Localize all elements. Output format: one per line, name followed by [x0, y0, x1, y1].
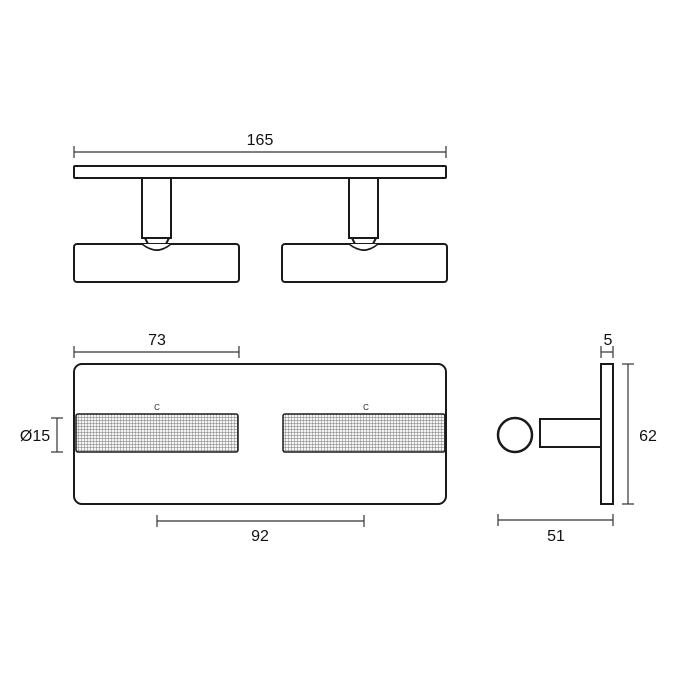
- side-view: 5 62 51: [496, 332, 657, 545]
- top-view: 165: [73, 132, 448, 283]
- grip-section-circle: [496, 416, 534, 454]
- dimension-diameter: Ø15: [20, 417, 63, 453]
- dimension-plate-height: 62: [622, 363, 657, 505]
- post-side: [539, 418, 601, 448]
- grip-mark-right: C: [363, 403, 369, 412]
- front-view: 73 C C Ø15 92: [20, 332, 447, 545]
- dimension-label-92: 92: [251, 528, 269, 545]
- dimension-plate-thickness: 5: [600, 332, 614, 358]
- right-post-top: [348, 178, 379, 251]
- dimension-label-diameter: Ø15: [20, 428, 50, 445]
- mounting-plate-front: [73, 363, 447, 505]
- dimension-label-5: 5: [604, 332, 613, 349]
- grip-mark-left: C: [154, 403, 160, 412]
- dimension-label-73: 73: [148, 332, 166, 349]
- left-knurled-grip-front: [75, 413, 239, 453]
- right-knurled-grip-front: [282, 413, 446, 453]
- dimension-label-165: 165: [247, 132, 274, 149]
- dimension-center-distance: 92: [156, 515, 365, 545]
- mounting-plate-top: [73, 165, 447, 179]
- dimension-label-62: 62: [639, 428, 657, 445]
- dimension-projection: 51: [497, 514, 614, 545]
- dimension-label-51: 51: [547, 528, 565, 545]
- dimension-overall-length: 165: [73, 132, 447, 158]
- mounting-plate-side: [600, 363, 614, 505]
- left-post-top: [141, 178, 172, 251]
- dimension-center-offset: 73: [73, 332, 240, 358]
